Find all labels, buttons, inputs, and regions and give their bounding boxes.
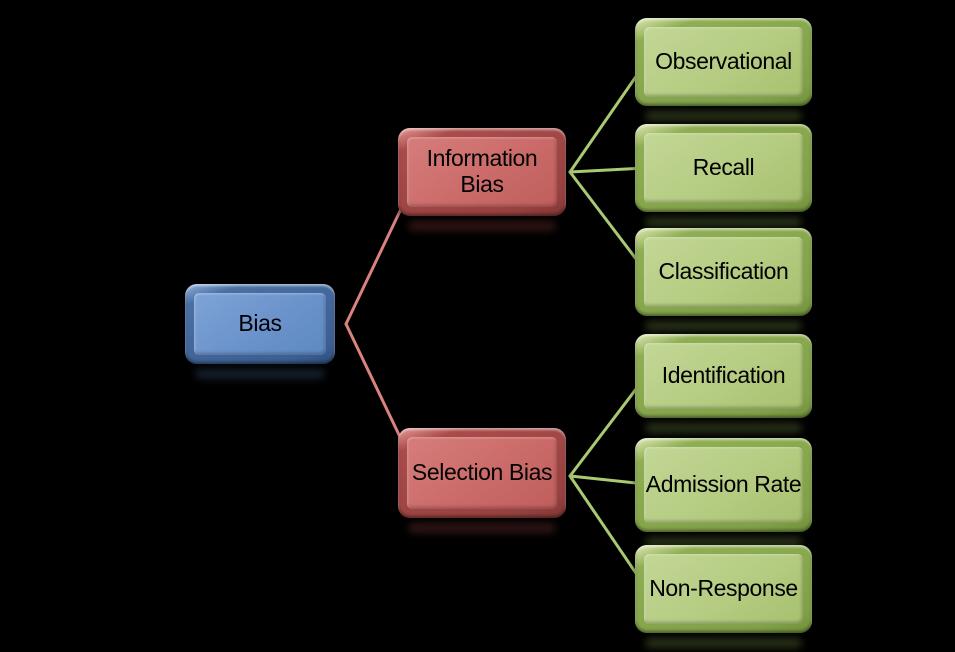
node-non-response-label: Non-Response <box>649 575 798 602</box>
node-selection-bias-label: Selection Bias <box>411 459 553 486</box>
node-information-bias-label: Information Bias <box>426 145 538 197</box>
node-admission-rate: Admission Rate <box>635 438 812 532</box>
connector-information-bias-to-recall <box>568 166 648 174</box>
node-admission-rate-label: Admission Rate <box>645 471 802 498</box>
node-admission-rate-face: Admission Rate <box>644 447 803 523</box>
node-identification: Identification <box>635 334 812 418</box>
node-classification: Classification <box>635 228 812 316</box>
node-non-response-face: Non-Response <box>644 554 803 624</box>
node-observational-label: Observational <box>655 48 792 75</box>
node-selection-bias-face: Selection Bias <box>407 437 557 509</box>
node-recall: Recall <box>635 124 812 212</box>
connector-selection-bias-to-identification <box>568 374 648 478</box>
node-non-response: Non-Response <box>635 545 812 633</box>
node-classification-label: Classification <box>658 258 789 285</box>
connector-information-bias-to-classification <box>568 170 648 274</box>
node-bias: Bias <box>185 284 335 364</box>
connector-selection-bias-to-non-response <box>568 474 648 590</box>
node-observational: Observational <box>635 18 812 106</box>
node-bias-label: Bias <box>238 310 282 337</box>
node-information-bias: Information Bias <box>398 128 566 216</box>
node-identification-face: Identification <box>644 343 803 409</box>
connector-information-bias-to-observational <box>568 60 648 174</box>
node-recall-label: Recall <box>692 154 755 181</box>
node-bias-face: Bias <box>194 293 326 355</box>
node-classification-face: Classification <box>644 237 803 307</box>
node-recall-face: Recall <box>644 133 803 203</box>
connector-selection-bias-to-admission-rate <box>568 474 648 486</box>
node-information-bias-face: Information Bias <box>407 137 557 207</box>
node-observational-face: Observational <box>644 27 803 97</box>
node-selection-bias: Selection Bias <box>398 428 566 518</box>
node-identification-label: Identification <box>661 362 786 389</box>
